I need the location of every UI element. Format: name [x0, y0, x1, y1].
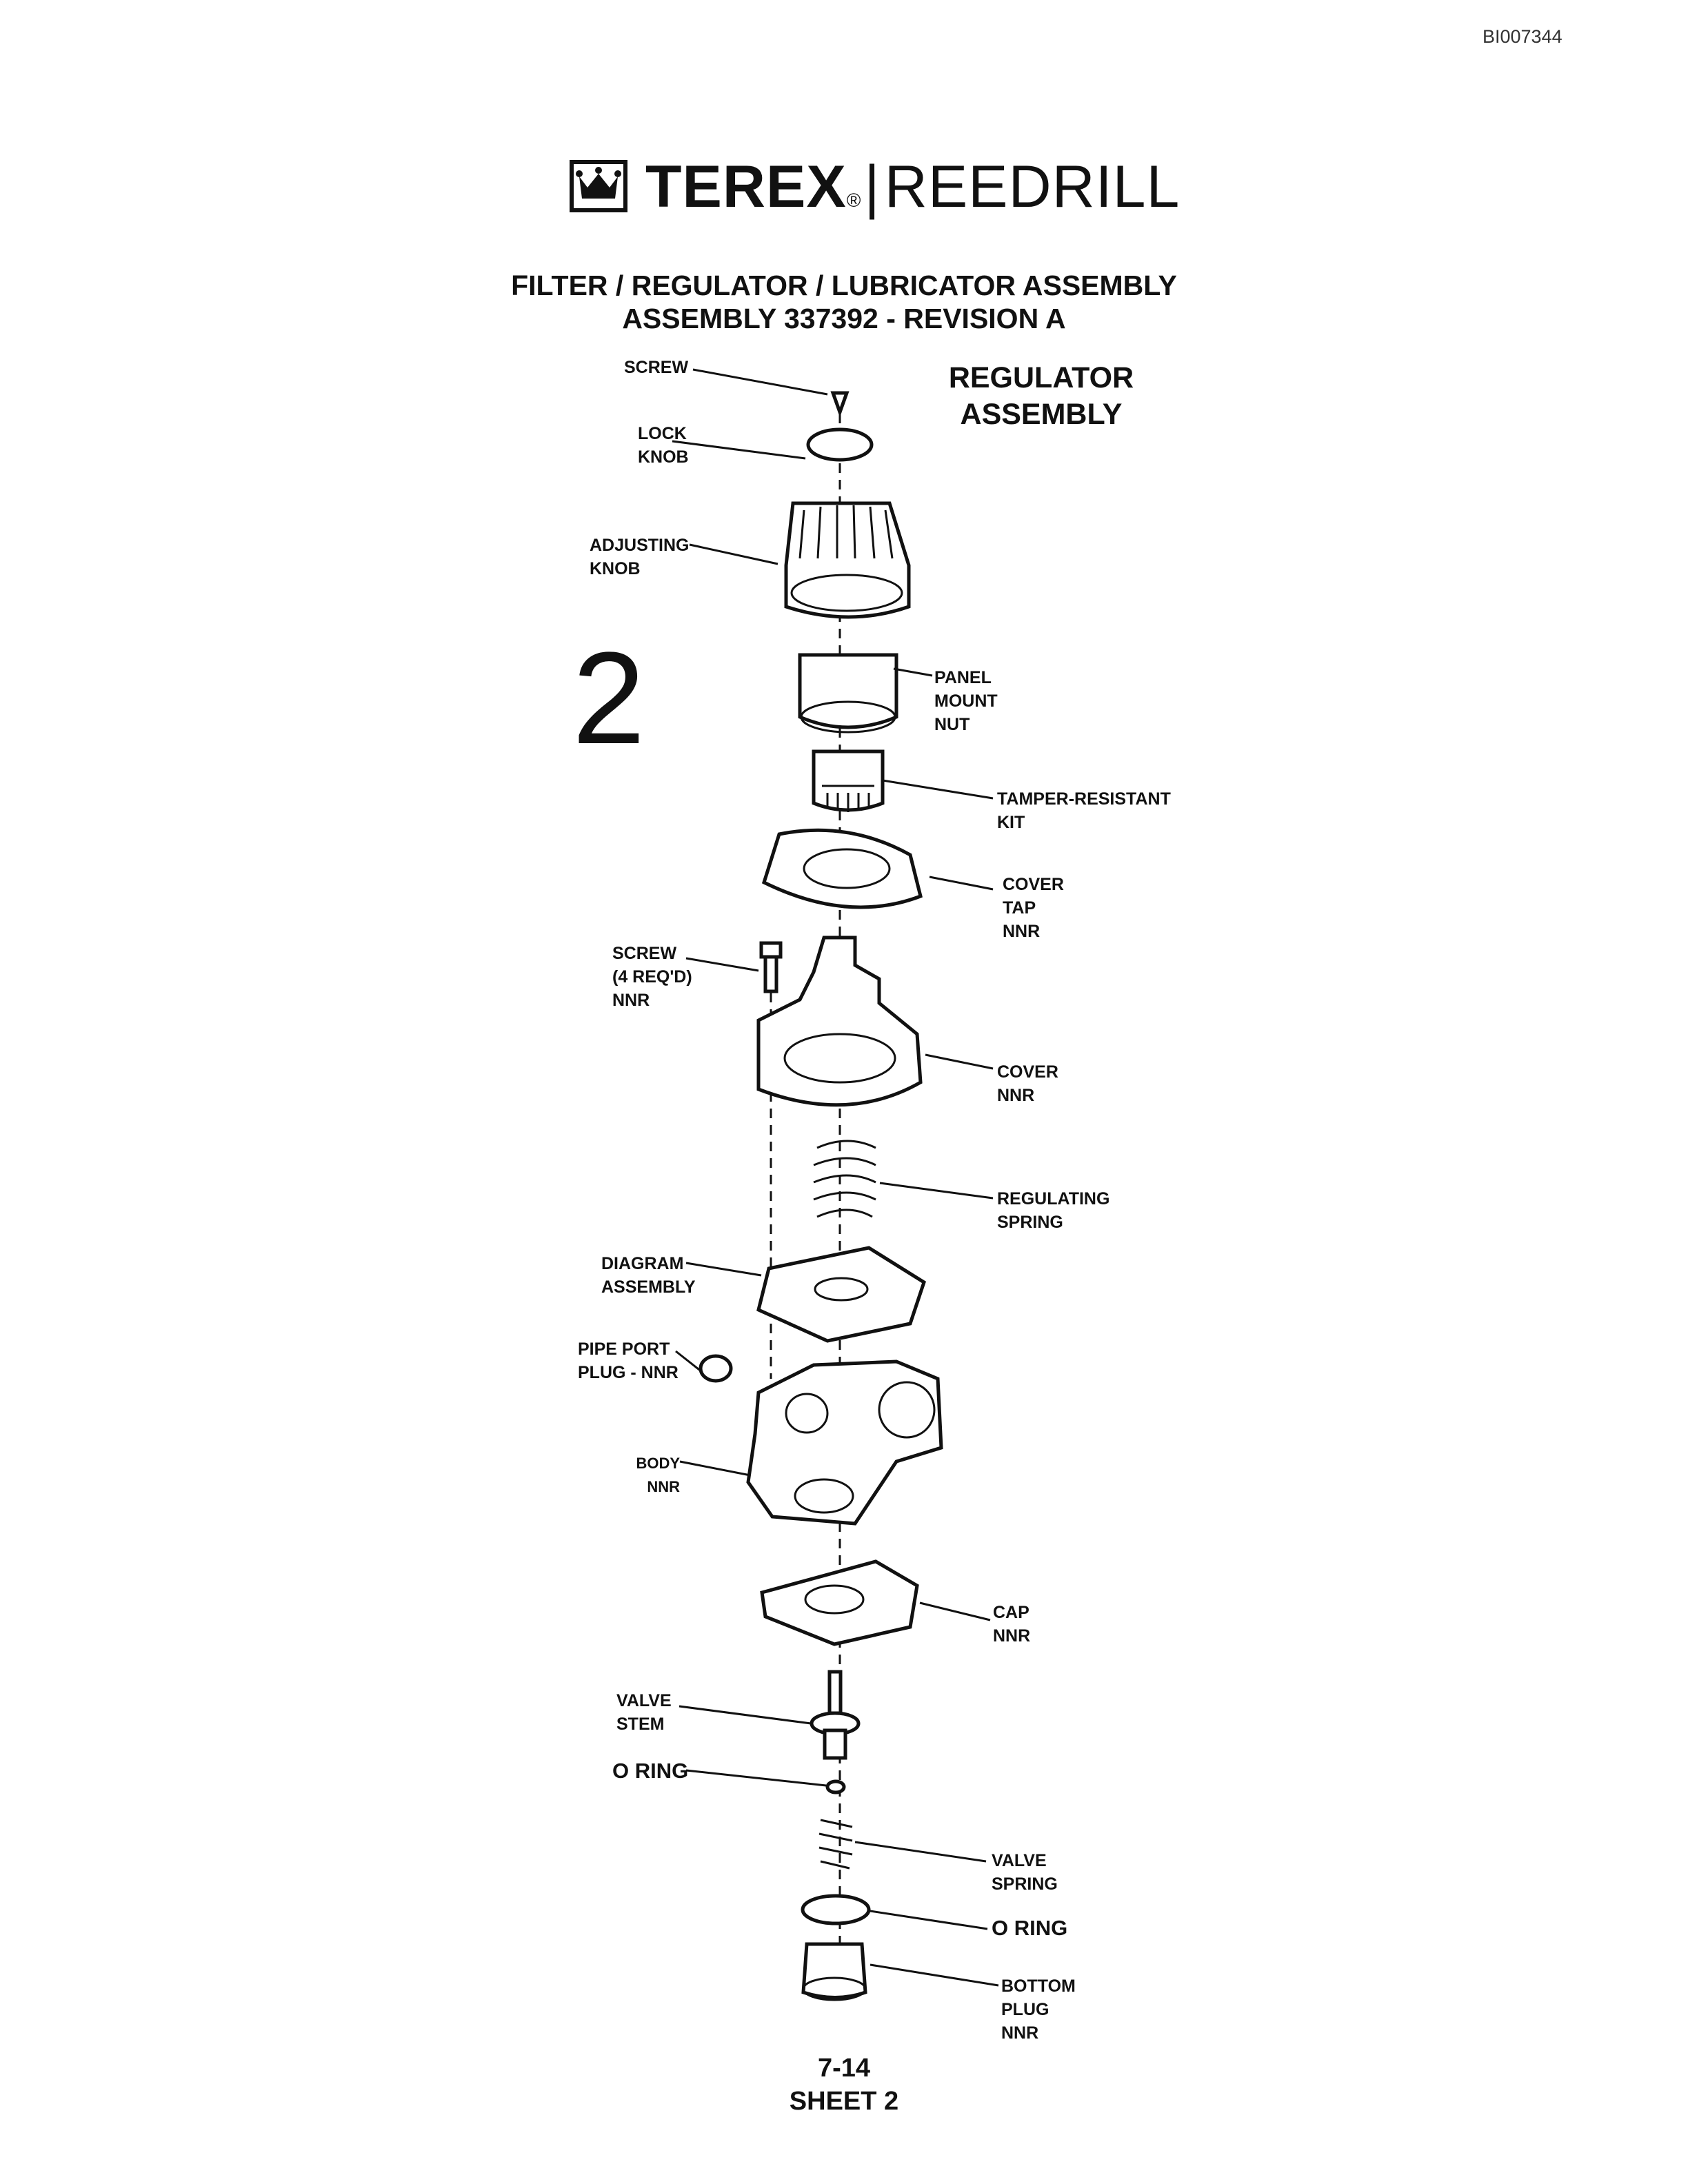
leader-o-ring-1 [685, 1769, 827, 1787]
title-line-1: FILTER / REGULATOR / LUBRICATOR ASSEMBLY [511, 270, 1177, 301]
screw-4-part [759, 941, 783, 993]
screw-part [830, 391, 850, 418]
label-cover-tap: COVER TAP NNR [1003, 875, 1064, 941]
cover-part [756, 936, 923, 1107]
leader-bottom-plug [870, 1963, 999, 1987]
label-screw-4: SCREW (4 REQ'D) NNR [612, 944, 692, 1010]
sheet-label: SHEET 2 [789, 2087, 899, 2116]
leader-tamper-kit [882, 779, 994, 800]
o-ring-1-part [825, 1779, 846, 1794]
label-bottom-plug: BOTTOM PLUG NNR [1001, 1976, 1076, 2043]
cap-part [760, 1559, 919, 1646]
leader-valve-stem [679, 1705, 812, 1725]
pipe-port-plug-part [699, 1354, 733, 1383]
label-screw-top: SCREW [624, 358, 689, 377]
valve-stem-part [810, 1670, 861, 1760]
label-valve-stem: VALVE STEM [616, 1691, 672, 1734]
label-valve-spring: VALVE SPRING [992, 1851, 1058, 1894]
label-diagram-assembly: DIAGRAM ASSEMBLY [601, 1254, 696, 1297]
label-cap: CAP NNR [993, 1603, 1031, 1646]
regulating-spring-part [813, 1140, 876, 1218]
leader-screw-top [692, 368, 828, 396]
leader-regulating-spring [879, 1182, 994, 1200]
title-line-2: ASSEMBLY 337392 - REVISION A [622, 303, 1066, 334]
document-title: FILTER / REGULATOR / LUBRICATOR ASSEMBLY… [0, 269, 1688, 335]
brand-name: TEREX [645, 154, 847, 220]
label-body: BODY NNR [636, 1455, 680, 1495]
cover-tap-part [761, 828, 923, 909]
leader-diagram-assembly [685, 1262, 762, 1277]
label-panel-mount-nut: PANEL MOUNT NUT [934, 668, 998, 734]
leader-screw-4 [685, 957, 759, 972]
tamper-kit-part [812, 749, 885, 812]
panel-mount-nut-part [798, 653, 898, 734]
page-number: 7-14 [817, 2054, 871, 2083]
o-ring-2-part [801, 1894, 871, 1925]
leader-pipe-port-plug [675, 1350, 703, 1373]
diagram-assembly-part [756, 1246, 926, 1343]
registered-mark: ® [846, 190, 862, 211]
leader-cap [919, 1601, 991, 1621]
product-name: REEDRILL [884, 154, 1180, 220]
leader-cover-tap [929, 876, 994, 891]
label-o-ring-1: O RING [612, 1759, 689, 1783]
leader-o-ring-2 [870, 1910, 988, 1930]
sheet-number: 2 [572, 625, 645, 771]
label-regulating-spring: REGULATING SPRING [997, 1189, 1110, 1232]
label-cover: COVER NNR [997, 1062, 1058, 1105]
label-adjusting-knob: ADJUSTING KNOB [590, 536, 690, 578]
brand-separator: | [864, 154, 881, 220]
leader-lock-knob [672, 440, 806, 460]
label-tamper-kit: TAMPER-RESISTANT KIT [997, 789, 1171, 832]
leader-adjusting-knob [689, 543, 778, 565]
subassembly-title: REGULATOR ASSEMBLY [948, 361, 1134, 431]
leader-panel-mount-nut [893, 667, 933, 677]
valve-spring-part [818, 1819, 853, 1870]
lock-knob-part [806, 427, 874, 462]
body-part [746, 1359, 943, 1526]
leader-cover [925, 1053, 994, 1070]
document-id: BI007344 [1483, 26, 1563, 47]
brand-block: TEREX®|REEDRILL [645, 153, 1180, 221]
leader-body [679, 1460, 751, 1477]
leader-valve-spring [854, 1841, 987, 1863]
adjusting-knob-part [784, 501, 911, 619]
leader-lines [672, 368, 999, 1987]
label-pipe-port-plug: PIPE PORT PLUG - NNR [578, 1339, 679, 1382]
page-footer: 7-14 SHEET 2 [0, 2052, 1688, 2118]
label-o-ring-2: O RING [992, 1916, 1068, 1940]
crown-logo-icon [570, 160, 627, 212]
label-lock-knob: LOCK KNOB [638, 424, 689, 467]
bottom-plug-part [801, 1942, 867, 2001]
